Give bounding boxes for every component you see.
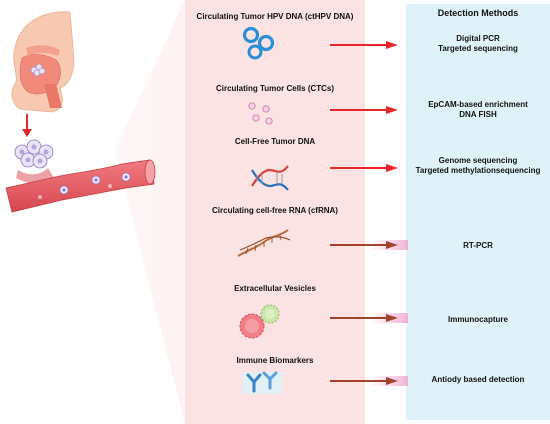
- tumor-cluster: [14, 139, 54, 184]
- hpv-dna-rings-icon: [242, 26, 275, 60]
- method-label: Antiody based detection: [431, 375, 525, 384]
- head-illustration: [11, 11, 75, 113]
- method-label: Targeted sequencing: [438, 44, 518, 53]
- method-label: Digital PCR: [456, 34, 500, 43]
- biomarker-label: Circulating cell-free RNA (cfRNA): [212, 206, 338, 215]
- biomarker-label: Cell-Free Tumor DNA: [234, 137, 316, 146]
- method-label: DNA FISH: [459, 110, 497, 119]
- method-label: Genome sequencing: [438, 156, 518, 165]
- method-label: Immunocapture: [447, 315, 508, 324]
- dna-helix-icon: [251, 165, 289, 191]
- circulating-tumor-cells-icon: [248, 102, 273, 125]
- antibody-icon: [242, 371, 282, 394]
- circulating-cell: [59, 185, 69, 195]
- arrow-head: [386, 377, 398, 385]
- method-label: RT-PCR: [463, 241, 493, 250]
- arrow-head: [386, 241, 398, 249]
- tumor-in-throat: [30, 63, 46, 77]
- arrow-head: [386, 314, 398, 322]
- methods-panel: [406, 4, 550, 420]
- nasal-cavity: [26, 45, 60, 56]
- throat: [44, 84, 62, 108]
- rna-strand-icon: [237, 229, 291, 257]
- detection-methods-header: Detection Methods: [437, 8, 519, 18]
- biomarker-label: Circulating Tumor HPV DNA (ctHPV DNA): [196, 12, 354, 21]
- arrow-head: [386, 164, 398, 172]
- arrow-head: [386, 41, 398, 49]
- down-arrow: [22, 114, 32, 137]
- circulating-cell: [121, 172, 131, 182]
- biomarker-label: Circulating Tumor Cells (CTCs): [215, 84, 335, 93]
- circulating-cell: [91, 175, 101, 185]
- method-label: EpCAM-based enrichment: [428, 100, 528, 109]
- blood-vessel: [5, 159, 156, 213]
- biomarker-panel: [185, 0, 365, 424]
- method-label: Targeted methylationsequencing: [415, 166, 541, 175]
- arrows-group: [330, 41, 408, 386]
- arrow-head: [386, 106, 398, 114]
- extracellular-vesicles-icon: [239, 304, 280, 339]
- biomarker-label: Extracellular Vesicles: [234, 284, 316, 293]
- biomarker-label: Immune Biomarkers: [236, 356, 314, 365]
